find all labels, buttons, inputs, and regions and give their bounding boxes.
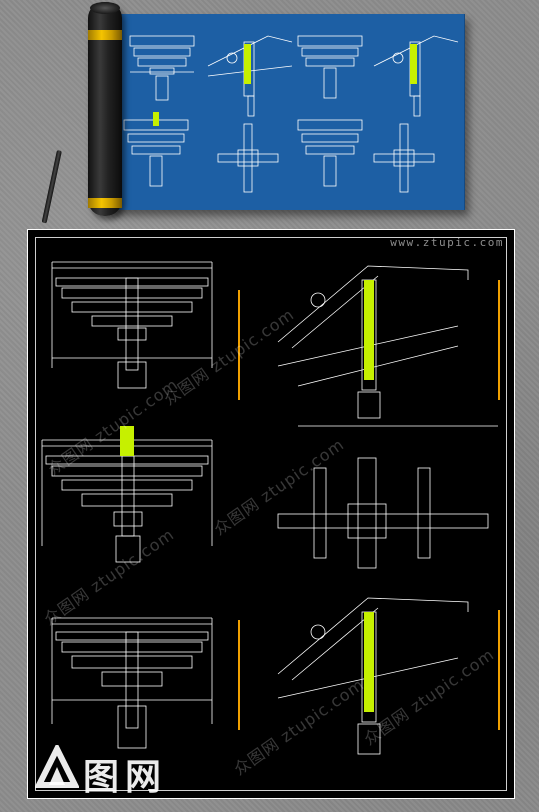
blueprint-scroll: [0, 0, 539, 230]
cad-drawing-sheet: www.ztupic.com 众图网 ztupic.com 众图网 ztupic…: [27, 229, 515, 799]
elevation-drawing-1: [51, 261, 213, 389]
highlight-blocks: [120, 280, 374, 712]
paper-roll: [88, 2, 122, 216]
roll-cap: [90, 2, 120, 14]
blueprint-sheet: [108, 14, 465, 210]
section-drawing-1: [277, 265, 498, 427]
blueprint-thumbnails: [123, 35, 459, 193]
cad-drawings: [41, 261, 500, 755]
plan-drawing: [277, 457, 489, 569]
logo-text: 图网: [83, 757, 168, 798]
site-logo: 图网: [35, 745, 215, 798]
pen: [41, 150, 62, 224]
cad-inner-border: [35, 237, 507, 791]
roll-band-bottom: [88, 198, 122, 208]
dimension-marks: [238, 280, 500, 730]
logo-mark-icon: [35, 745, 79, 788]
elevation-drawing-3: [51, 617, 213, 749]
roll-band-top: [88, 30, 122, 40]
watermark-url: www.ztupic.com: [390, 236, 504, 249]
